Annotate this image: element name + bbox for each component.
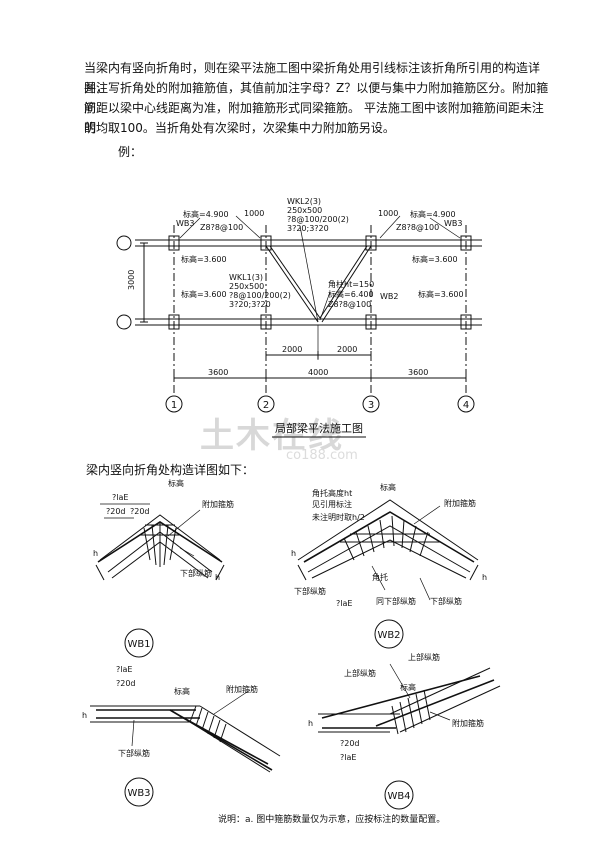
span-label: 3000 xyxy=(127,270,136,290)
plan-right-top-2: 标高=4.900 xyxy=(410,209,456,219)
wb3-tag: WB3 xyxy=(127,788,150,799)
wb4-label-4: ?laE xyxy=(340,753,356,762)
axis-1: 1 xyxy=(171,400,177,411)
watermark: 土木在线 xyxy=(200,416,344,456)
plan-right-top-1: 1000 xyxy=(378,209,398,218)
wb3-label-4: 下部纵筋 xyxy=(118,748,150,758)
wkl2-3: ?8@100/200(2) xyxy=(287,215,349,224)
wb4-label-2: 标高 xyxy=(400,682,416,692)
wb1-h2: h xyxy=(215,573,220,582)
wb4-label-5: 附加箍筋 xyxy=(452,718,484,728)
wb2-label-6: 下部纵筋 xyxy=(294,586,326,596)
dim-inner-1: 2000 xyxy=(282,345,302,354)
wkl1-3: ?8@100/200(2) xyxy=(229,291,291,300)
wb3-label-0: ?laE xyxy=(116,665,132,674)
wb4-tag: WB4 xyxy=(387,791,410,802)
wkl1-2: 250x500 xyxy=(229,282,264,291)
dim-outer-2: 4000 xyxy=(308,368,328,377)
wb3-label-1: ?20d xyxy=(116,679,136,688)
plan-tag-right: WB3 xyxy=(444,219,463,228)
wb2-label-4: 附加箍筋 xyxy=(444,498,476,508)
wb1-tag: WB1 xyxy=(127,639,150,650)
wb1-label-5: 下部纵筋 xyxy=(180,568,212,578)
dim-outer-1: 3600 xyxy=(208,368,228,377)
axis-3: 3 xyxy=(368,400,374,411)
example-label: 例： xyxy=(118,145,143,159)
wb4-label-3: ?20d xyxy=(340,739,360,748)
wb2-label-9: 下部纵筋 xyxy=(430,596,462,606)
plan-left-top-2: Z8?8@100 xyxy=(200,223,243,232)
wkl1-4: 3?20;3?20 xyxy=(229,300,271,309)
wkl2-1: WKL2(3) xyxy=(287,197,321,206)
wb2-label-2: 未注明时取h/2 xyxy=(312,512,365,522)
plan-left-row1: 标高=3.600 xyxy=(181,254,227,264)
wb4-label-0: 上部纵筋 xyxy=(344,668,376,678)
wb2-label-5: 角托 xyxy=(372,572,388,582)
mid-note-3: Z8?8@100 xyxy=(328,300,371,309)
wb1-label-0: ?laE xyxy=(112,493,128,502)
wb3-label-3: 附加箍筋 xyxy=(226,684,258,694)
wkl1-1: WKL1(3) xyxy=(229,273,263,282)
axis-4: 4 xyxy=(463,400,469,411)
plan-right-top-3: Z8?8@100 xyxy=(396,223,439,232)
plan-left-top-3: 1000 xyxy=(244,209,264,218)
plan-mid-tag: WB2 xyxy=(380,292,399,301)
wb2-label-7: ?laE xyxy=(336,599,352,608)
plan-right-row1: 标高=3.600 xyxy=(412,254,458,264)
plan-tag-left: WB3 xyxy=(176,219,195,228)
wb4-h: h xyxy=(308,719,313,728)
mid-note-1: 角柱ht=150 xyxy=(328,279,374,289)
dim-inner-2: 2000 xyxy=(337,345,357,354)
detail-note: 说明：a. 图中箍筋数量仅为示意，应按标注的数量配置。 xyxy=(218,813,445,825)
dim-outer-3: 3600 xyxy=(408,368,428,377)
wkl2-4: 3?20;3?20 xyxy=(287,224,329,233)
wb1-label-2: ?20d xyxy=(106,507,126,516)
plan-left-top-1: 标高=4.900 xyxy=(183,209,229,219)
intro-line-3: 间距以梁中心线距离为准，附加箍筋形式同梁箍筋。 平法施工图中该附加箍筋间距未注明 xyxy=(84,101,544,135)
plan-right-row2: 标高=3.600 xyxy=(418,289,464,299)
intro-line-4: 的均取100。当折角处有次梁时，次梁集中力附加筋另设。 xyxy=(84,121,395,135)
watermark-sub: co188.com xyxy=(286,448,358,463)
wb2-label-0: 角托高度ht xyxy=(312,488,352,498)
wb3-label-2: 标高 xyxy=(174,686,190,696)
wb1-label-4: 附加箍筋 xyxy=(202,499,234,509)
wb2-label-1: 见引用标注 xyxy=(312,499,352,509)
intro-line-2: 并注写折角处的附加箍筋值，其值前加注字母？Z？以便与集中力附加箍筋区分。附加箍筋 xyxy=(84,81,549,115)
wb1-h: h xyxy=(93,549,98,558)
wb2-label-8: 同下部纵筋 xyxy=(376,596,416,606)
wb2-detail xyxy=(297,499,479,649)
wb3-h: h xyxy=(82,711,87,720)
wkl2-2: 250x500 xyxy=(287,206,322,215)
wb1-label-3: ?20d xyxy=(130,507,150,516)
axis-2: 2 xyxy=(263,400,269,411)
wb2-tag: WB2 xyxy=(377,630,400,641)
intro-line-1: 当梁内有竖向折角时，则在梁平法施工图中梁折角处用引线标注该折角所引用的构造详图， xyxy=(84,61,541,95)
wb4-detail xyxy=(318,663,501,810)
mid-note-2: 标高=6.400 xyxy=(328,289,374,299)
wb2-h: h xyxy=(291,549,296,558)
wb3-detail xyxy=(90,689,281,807)
wb2-h2: h xyxy=(482,573,487,582)
wb1-label-1: 标高 xyxy=(168,478,184,488)
wb4-label-1: 上部纵筋 xyxy=(408,652,440,662)
wb2-label-3: 标高 xyxy=(380,482,396,492)
plan-left-row2: 标高=3.600 xyxy=(181,289,227,299)
plan-title: 局部梁平法施工图 xyxy=(275,421,363,435)
wb1-detail xyxy=(95,503,225,658)
details-heading: 梁内竖向折角处构造详图如下： xyxy=(86,462,254,477)
